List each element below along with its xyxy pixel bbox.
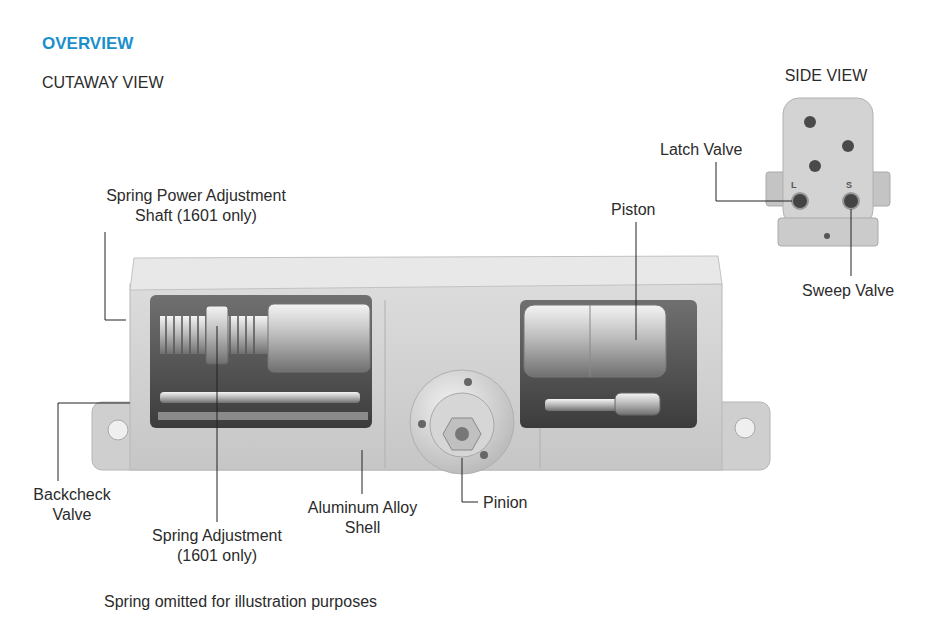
pinion-hex (443, 418, 481, 450)
view-heading: SIDE VIEW (776, 66, 876, 86)
piston-body (524, 305, 666, 377)
housing-edge (385, 300, 386, 468)
screw (418, 420, 426, 428)
leader-line (217, 326, 218, 522)
part-label: Latch Valve (660, 140, 770, 160)
screw (464, 378, 472, 386)
valve-rod (160, 392, 360, 403)
valve-body (615, 393, 660, 415)
housing-top (130, 256, 722, 290)
valve-marking: L (791, 180, 801, 191)
leader-line (105, 232, 126, 320)
leader-line (851, 209, 852, 276)
pinion-boss (430, 393, 494, 457)
sweep-valve-screw (843, 193, 859, 209)
part-label: Aluminum Alloy Shell (300, 498, 425, 538)
part-label: Backcheck Valve (22, 485, 122, 525)
part-label: Pinion (483, 493, 553, 513)
part-label: Spring Adjustment (1601 only) (132, 526, 302, 566)
screw (480, 451, 488, 459)
leader-line (636, 222, 637, 340)
leader-lines (58, 162, 851, 522)
side-base (778, 218, 878, 246)
side-hole (824, 233, 830, 239)
cutaway-window (520, 300, 697, 428)
side-bolt (842, 140, 854, 152)
figure-caption: Spring omitted for illustration purposes (104, 592, 377, 612)
view-heading: CUTAWAY VIEW (42, 73, 242, 93)
part-label: Spring Power Adjustment Shaft (1601 only… (90, 186, 302, 226)
latch-valve-screw (792, 193, 808, 209)
part-label: Piston (611, 200, 671, 220)
mount-hole (735, 418, 755, 438)
cutaway-window (150, 295, 372, 428)
side-bolt (804, 116, 816, 128)
channel (158, 412, 368, 420)
section-title: OVERVIEW (42, 33, 133, 54)
leader-line (362, 450, 363, 494)
leader-line (462, 458, 478, 502)
part-label: Sweep Valve (802, 281, 912, 301)
spring-cylinder (268, 304, 370, 372)
side-bolt (809, 160, 821, 172)
piston-seam (590, 305, 591, 377)
leader-line (716, 162, 792, 201)
leader-line (58, 403, 130, 481)
side-body (783, 98, 873, 226)
mount-hole (108, 420, 128, 440)
pinion-hole (455, 427, 469, 441)
valve-marking: S (846, 180, 856, 191)
